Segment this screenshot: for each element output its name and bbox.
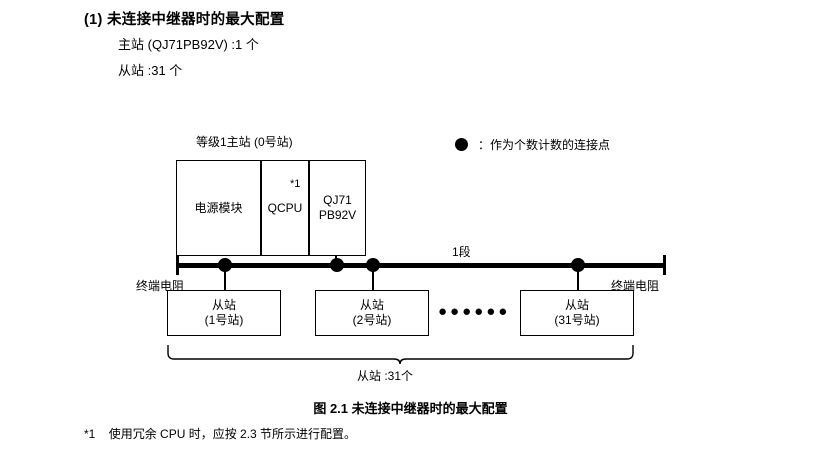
spec-line-master: 主站 (QJ71PB92V) :1 个 bbox=[118, 37, 259, 52]
footnote: *1 使用冗余 CPU 时，应按 2.3 节所示进行配置。 bbox=[84, 425, 356, 442]
ellipsis-dots: ●●●●●● bbox=[438, 303, 511, 320]
section-title: 未连接中继器时的最大配置 bbox=[106, 12, 285, 28]
section-heading: (1) 未连接中继器时的最大配置 bbox=[84, 8, 285, 29]
footnote-text: 使用冗余 CPU 时，应按 2.3 节所示进行配置。 bbox=[108, 427, 357, 441]
connection-point-dot bbox=[571, 258, 585, 272]
power-module-label: 电源模块 bbox=[194, 200, 243, 215]
footnote-mark: *1 bbox=[84, 427, 96, 441]
network-module-label-line1: QJ71 bbox=[323, 193, 352, 207]
segment-label: 1段 bbox=[452, 245, 471, 259]
spec-line-slave: 从站 :31 个 bbox=[118, 63, 183, 78]
network-module-box: QJ71 PB92V bbox=[309, 160, 366, 256]
slave-station-number: (31号站) bbox=[554, 313, 600, 327]
qcpu-box: QCPU bbox=[261, 160, 309, 256]
slave-station-box: 从站 (31号站) bbox=[520, 290, 634, 336]
legend-label: ：作为个数计数的连接点 bbox=[478, 138, 611, 152]
bus-left-end-bar bbox=[176, 255, 179, 275]
slave-station-number: (1号站) bbox=[204, 313, 244, 327]
terminator-left-label: 终端电阻 bbox=[136, 279, 185, 293]
connection-point-dot bbox=[366, 258, 380, 272]
slave-drop-line bbox=[577, 266, 579, 290]
network-module-label-line2: PB92V bbox=[318, 208, 357, 222]
connection-point-dot bbox=[330, 258, 344, 272]
figure-caption: 图 2.1 未连接中继器时的最大配置 bbox=[313, 401, 508, 416]
master-group-caption: 等级1主站 (0号站) bbox=[196, 135, 293, 149]
terminator-right-label: 终端电阻 bbox=[611, 279, 660, 293]
bus-trunk-line bbox=[176, 263, 666, 268]
slave-drop-line bbox=[372, 266, 374, 290]
slave-drop-line bbox=[224, 266, 226, 290]
slave-station-box: 从站 (1号站) bbox=[167, 290, 281, 336]
slave-name: 从站 bbox=[211, 298, 236, 312]
qcpu-label: QCPU bbox=[267, 200, 303, 215]
legend-filled-circle-icon bbox=[455, 138, 468, 151]
bus-right-end-bar bbox=[663, 255, 666, 275]
connection-point-dot bbox=[218, 258, 232, 272]
slave-count-brace bbox=[167, 345, 634, 365]
slave-name: 从站 bbox=[359, 298, 384, 312]
footnote-marker-on-module: *1 bbox=[290, 178, 301, 190]
slave-count-label: 从站 :31个 bbox=[357, 369, 414, 383]
section-number: (1) bbox=[84, 12, 103, 28]
slave-name: 从站 bbox=[564, 298, 589, 312]
slave-station-box: 从站 (2号站) bbox=[315, 290, 429, 336]
slave-station-number: (2号站) bbox=[352, 313, 392, 327]
power-module-box: 电源模块 bbox=[176, 160, 261, 256]
